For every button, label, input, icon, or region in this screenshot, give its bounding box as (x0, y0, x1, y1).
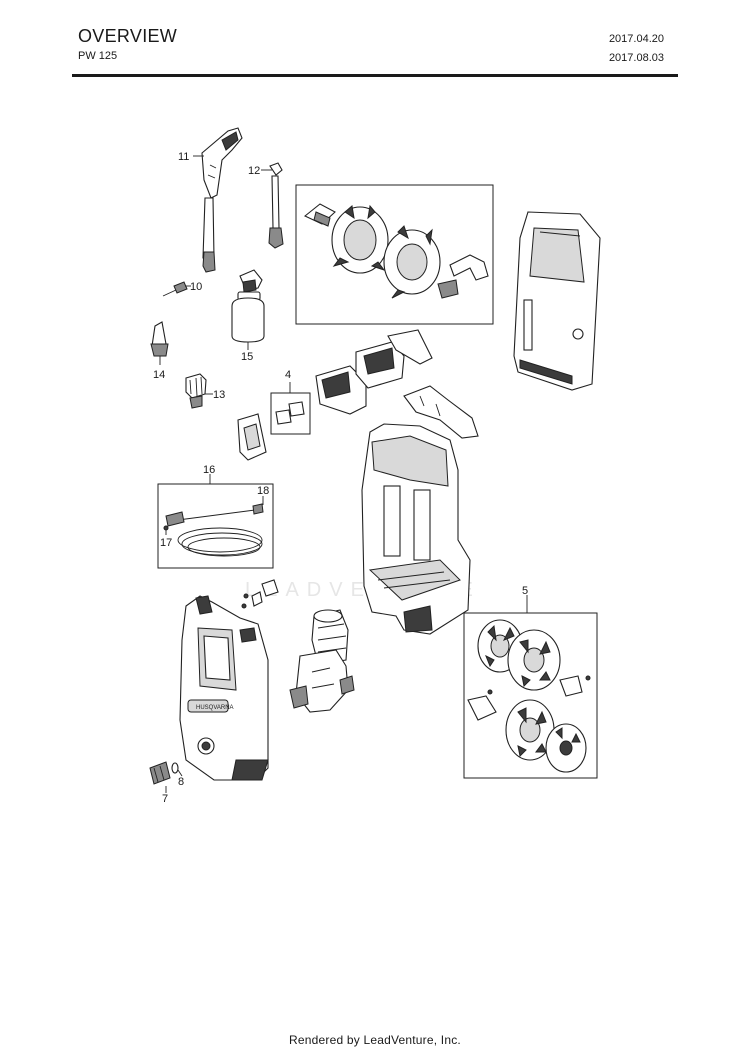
date-created: 2017.04.20 (608, 33, 664, 45)
footer-credit: Rendered by LeadVenture, Inc. (289, 1033, 461, 1047)
motor-cover-parts[interactable] (315, 329, 479, 439)
header-rule (72, 74, 678, 77)
part-14-turbo-nozzle[interactable] (150, 321, 169, 357)
callout-14: 14 (153, 369, 165, 381)
date-revised: 2017.08.03 (608, 52, 664, 64)
callout-17: 17 (160, 537, 172, 549)
part-15-detergent-bottle[interactable] (231, 269, 265, 343)
svg-text:HUSQVARNA: HUSQVARNA (196, 705, 234, 711)
part-16-hose-box (157, 483, 274, 569)
reel-assembly[interactable] (303, 203, 489, 299)
part-11-spray-gun[interactable] (201, 127, 243, 273)
callout-7: 7 (162, 793, 168, 805)
accessory-detail-box (295, 184, 494, 325)
main-frame[interactable] (361, 423, 471, 635)
callout-13: 13 (213, 389, 225, 401)
callout-15: 15 (241, 351, 253, 363)
callout-4: 4 (285, 369, 291, 381)
callout-18: 18 (257, 485, 269, 497)
callout-16: 16 (203, 464, 215, 476)
filter-frame[interactable] (237, 413, 267, 461)
part-5-wheels-box (463, 612, 598, 779)
housing-cover[interactable]: HUSQVARNA (179, 595, 269, 781)
part-5-wheel-kit[interactable] (467, 619, 591, 773)
model-number: PW 125 (78, 50, 118, 62)
part-10-nozzle-pin[interactable] (162, 281, 188, 297)
pump-assembly[interactable] (289, 609, 355, 713)
callout-11: 11 (178, 151, 189, 163)
handle-frame[interactable] (513, 211, 601, 391)
page-title: OVERVIEW (78, 26, 178, 46)
callout-5: 5 (522, 585, 528, 597)
callout-12: 12 (248, 165, 260, 177)
part-16-high-pressure-hose[interactable] (165, 503, 264, 557)
part-4-filters-box (270, 392, 311, 435)
callout-10: 10 (190, 281, 202, 293)
part-13-variable-nozzle[interactable] (185, 373, 207, 409)
part-4-filters[interactable] (275, 401, 305, 425)
part-12-lance[interactable] (268, 162, 284, 249)
small-fittings[interactable] (241, 579, 279, 609)
part-8-o-ring[interactable] (171, 762, 179, 774)
callout-8: 8 (178, 776, 184, 788)
part-7-inlet-coupling[interactable] (149, 761, 171, 785)
